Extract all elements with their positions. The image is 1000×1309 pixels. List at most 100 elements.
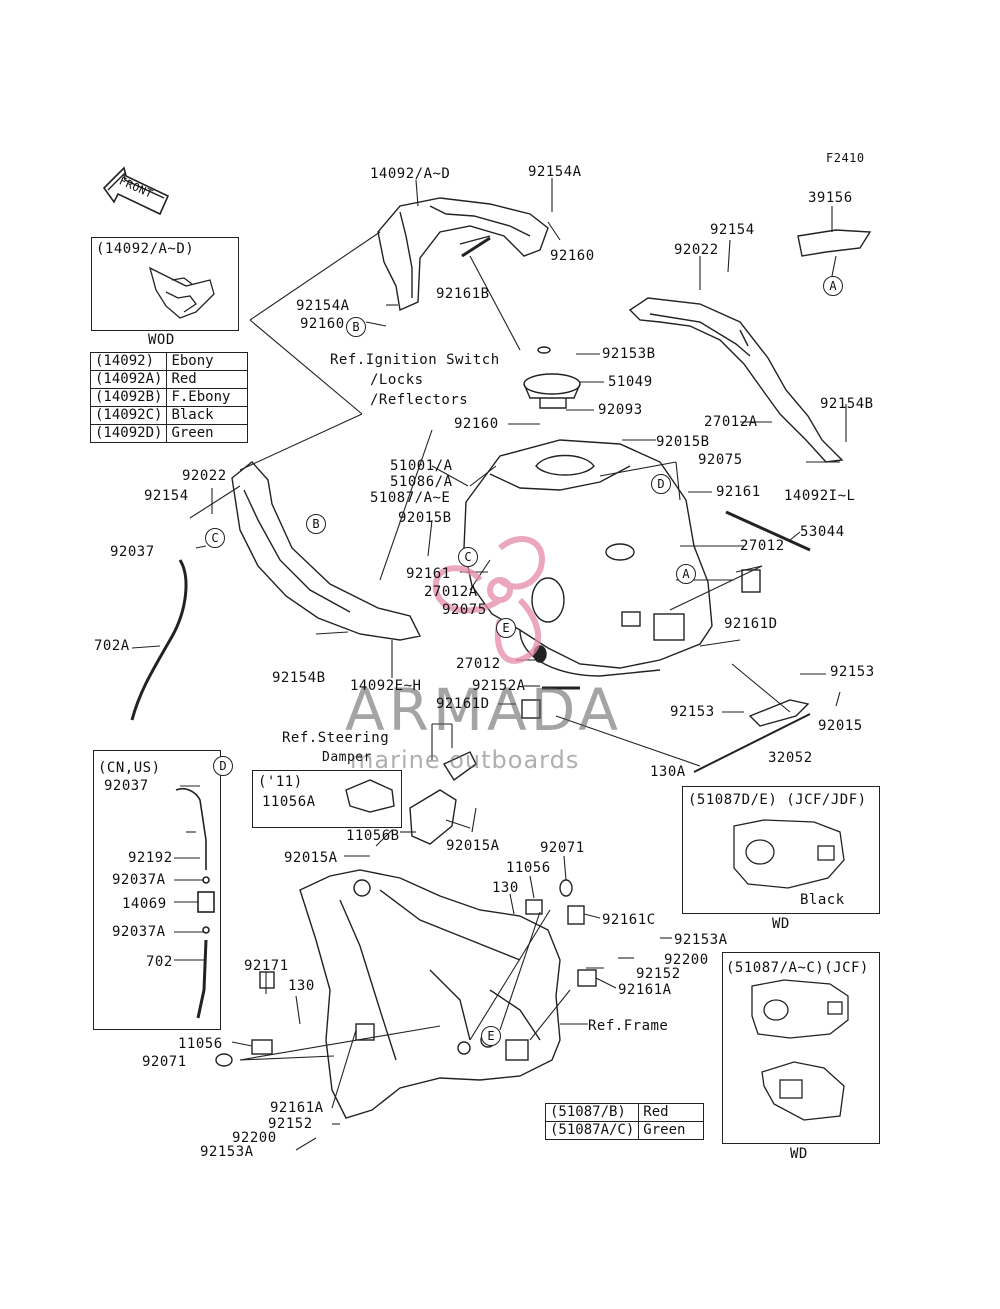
upper-cowl-drawing <box>377 197 549 312</box>
part-label: 92161 <box>406 566 451 582</box>
callout-e: E <box>481 1026 501 1046</box>
tank-top-jdf-drawing <box>733 819 845 889</box>
callout-a: A <box>676 564 696 584</box>
tank-code: (51087A/C) <box>544 1121 640 1140</box>
tank-color-table: (51087/B)Red (51087A/C)Green <box>544 1103 705 1140</box>
part-label: 51087/A~E <box>370 490 451 506</box>
color-name: Red <box>166 370 249 389</box>
part-label: 92154A <box>296 298 350 314</box>
part-label: 27012A <box>424 584 478 600</box>
part-label: 92200 <box>232 1130 277 1146</box>
part-label: 51049 <box>608 374 653 390</box>
frame-drawing <box>299 869 561 1119</box>
part-label: 130A <box>650 764 686 780</box>
part-label: 27012 <box>740 538 785 554</box>
watermark-subtitle: marine outboards <box>350 746 580 774</box>
color-code: (14092B) <box>89 388 168 407</box>
callout-e: E <box>496 618 516 638</box>
part-label: 92192 <box>128 850 173 866</box>
callout-c: C <box>205 528 225 548</box>
part-label: 92153B <box>602 346 656 362</box>
part-label: 92161C <box>602 912 656 928</box>
ref-locks: /Locks <box>370 372 424 388</box>
sticker-39156-drawing <box>797 229 872 257</box>
part-label: 92161 <box>716 484 761 500</box>
tank-code: (51087/B) <box>544 1103 640 1122</box>
part-label: 92154B <box>820 396 874 412</box>
bolt-130a-drawing <box>693 713 811 773</box>
jcf-jdf-caption: WD <box>772 916 790 932</box>
color-code: (14092D) <box>89 424 168 443</box>
callout-a: A <box>823 276 843 296</box>
part-label: 27012 <box>456 656 501 672</box>
color-row: (14092D)Green <box>89 424 249 443</box>
color-table: (14092)Ebony (14092A)Red (14092B)F.Ebony… <box>89 352 249 443</box>
color-name: Green <box>166 424 249 443</box>
tank-color: Red <box>638 1103 705 1122</box>
y11-box <box>252 770 402 828</box>
part-label: 92015A <box>284 850 338 866</box>
callout-d: D <box>213 756 233 776</box>
wod-box-title: (14092/A~D) <box>96 241 195 257</box>
part-label: 92015B <box>656 434 710 450</box>
wod-box <box>91 237 239 331</box>
part-label: 92015 <box>818 718 863 734</box>
part-label: 702 <box>146 954 173 970</box>
hose-702a-drawing <box>130 559 188 721</box>
watermark-propeller-icon <box>432 536 545 664</box>
watermark-logo-text: ARMADA <box>345 676 623 744</box>
part-label: 92075 <box>442 602 487 618</box>
part-label: 51086/A <box>390 474 453 490</box>
cn-us-title: (CN,US) <box>98 760 161 776</box>
callout-c: C <box>458 547 478 567</box>
wod-box-caption: WOD <box>148 332 175 348</box>
part-11056a: 11056A <box>262 794 316 810</box>
damper-bracket-drawing <box>345 751 477 845</box>
color-name: Ebony <box>166 352 249 371</box>
hardware-drawing <box>215 346 761 1067</box>
part-label: 92153 <box>670 704 715 720</box>
wod-cowl-drawing <box>148 266 215 319</box>
part-label: 92171 <box>244 958 289 974</box>
part-label: 32052 <box>768 750 813 766</box>
part-label: 92152 <box>268 1116 313 1132</box>
jcf-jdf-box <box>682 786 880 914</box>
cn-us-box <box>93 750 221 1030</box>
part-label: 51001/A <box>390 458 453 474</box>
front-arrow-icon <box>102 166 170 216</box>
ref-damper: Damper <box>322 750 372 765</box>
color-code: (14092C) <box>89 406 168 425</box>
fuel-cap-drawing <box>523 373 581 409</box>
part-label: 92071 <box>142 1054 187 1070</box>
part-label: 92154A <box>528 164 582 180</box>
part-label: 92153A <box>200 1144 254 1160</box>
callout-b: B <box>346 317 366 337</box>
color-row: (14092A)Red <box>89 370 249 389</box>
part-label: 92152 <box>636 966 681 982</box>
part-label: 92153A <box>674 932 728 948</box>
tank-color: Green <box>638 1121 705 1140</box>
part-label: 92161B <box>436 286 490 302</box>
part-label: 92037A <box>112 872 166 888</box>
tank-color-row: (51087/B)Red <box>544 1103 705 1122</box>
part-label: 14092I~L <box>784 488 856 504</box>
part-label: 14092E~H <box>350 678 422 694</box>
color-row: (14092B)F.Ebony <box>89 388 249 407</box>
part-label: 11056 <box>178 1036 223 1052</box>
jcf-jdf-color: Black <box>800 892 845 908</box>
part-label: 53044 <box>800 524 845 540</box>
rod-53044-drawing <box>725 510 811 552</box>
pin-92161b-drawing <box>461 236 491 258</box>
part-label: 11056 <box>506 860 551 876</box>
callout-d: D <box>651 474 671 494</box>
fuel-tank-drawing <box>463 439 713 677</box>
part-label: 92093 <box>598 402 643 418</box>
color-name: Black <box>166 406 249 425</box>
part-label: 11056B <box>346 828 400 844</box>
part-label: 702A <box>94 638 130 654</box>
ref-frame: Ref.Frame <box>588 1018 669 1034</box>
ref-steering: Ref.Steering <box>282 730 390 746</box>
part-label: 92152A <box>472 678 526 694</box>
figure-code: F2410 <box>826 151 865 165</box>
jcf-box <box>722 952 880 1144</box>
